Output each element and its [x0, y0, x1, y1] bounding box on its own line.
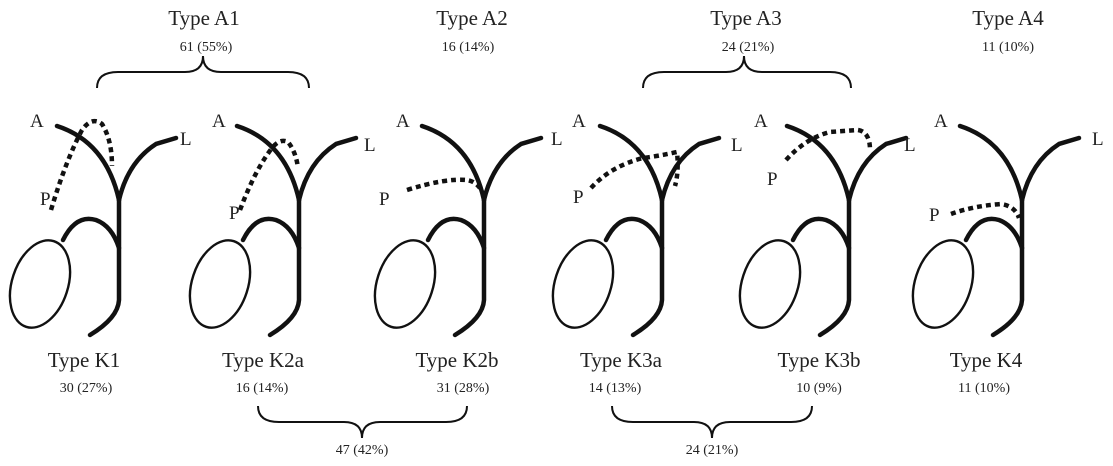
posterior-duct [784, 127, 873, 162]
type-k1-count: 30 (27%) [59, 381, 113, 396]
posterior-duct [589, 149, 680, 190]
cystic-duct [790, 216, 852, 251]
duct-letter-anterior: A [572, 111, 586, 132]
type-a4-count: 11 (10%) [982, 40, 1034, 55]
anterior-duct [784, 123, 852, 203]
cystic-duct [425, 216, 487, 251]
anterior-duct [54, 123, 122, 203]
duct-figure-k2a [188, 123, 359, 338]
duct-letter-posterior: P [229, 203, 240, 224]
lateral-duct [116, 135, 179, 203]
duct-letter-lateral: L [731, 135, 743, 156]
gallbladder [8, 239, 72, 329]
duct-letter-anterior: A [396, 111, 410, 132]
type-a2-label: Type A2 [436, 6, 508, 30]
cystic-duct [963, 216, 1025, 251]
duct-letter-anterior: A [30, 111, 44, 132]
common-duct [990, 197, 1025, 338]
brace-bottom-k3 [611, 405, 813, 439]
duct-letter-anterior: A [212, 111, 226, 132]
duct-letter-anterior: A [754, 111, 768, 132]
anterior-duct [234, 123, 302, 203]
gallbladder [373, 239, 437, 329]
type-a2-count: 16 (14%) [441, 40, 495, 55]
duct-letter-posterior: P [767, 169, 778, 190]
posterior-duct [237, 138, 301, 211]
lateral-duct [659, 135, 722, 203]
type-k2b-label: Type K2b [415, 348, 499, 372]
duct-letter-lateral: L [180, 129, 192, 150]
group-k3-count: 24 (21%) [685, 443, 739, 458]
type-k3a-count: 14 (13%) [588, 381, 642, 396]
duct-letter-posterior: P [379, 189, 390, 210]
common-duct [452, 197, 487, 338]
lateral-duct [481, 135, 544, 203]
duct-figure-k3a [551, 123, 722, 338]
duct-letter-lateral: L [1092, 129, 1104, 150]
duct-letter-anterior: A [934, 111, 948, 132]
type-a4-label: Type A4 [972, 6, 1044, 30]
type-k2b-count: 31 (28%) [436, 381, 490, 396]
type-a1-count: 61 (55%) [179, 40, 233, 55]
cystic-duct [60, 216, 122, 251]
brace-bottom-k2 [257, 405, 468, 439]
lateral-duct [1019, 135, 1082, 203]
type-a3-label: Type A3 [710, 6, 782, 30]
duct-figure-k3b [738, 123, 909, 338]
gallbladder [551, 239, 615, 329]
duct-letter-lateral: L [551, 129, 563, 150]
duct-figure-k4 [911, 123, 1082, 338]
group-k2-count: 47 (42%) [335, 443, 389, 458]
duct-letter-lateral: L [904, 135, 916, 156]
gallbladder [911, 239, 975, 329]
duct-figure-k2b [373, 123, 544, 338]
type-k4-label: Type K4 [949, 348, 1023, 372]
lateral-duct [846, 135, 909, 203]
posterior-duct [406, 177, 487, 197]
duct-letter-lateral: L [364, 135, 376, 156]
common-duct [267, 197, 302, 338]
type-a1-label: Type A1 [168, 6, 240, 30]
type-k2a-label: Type K2a [222, 348, 304, 372]
type-k3b-count: 10 (9%) [796, 381, 842, 396]
brace-top-a3 [642, 55, 852, 89]
anterior-duct [419, 123, 487, 203]
posterior-duct [950, 201, 1022, 219]
duct-letter-posterior: P [40, 189, 51, 210]
type-k3b-label: Type K3b [777, 348, 861, 372]
anterior-duct [957, 123, 1025, 203]
posterior-duct [48, 118, 115, 211]
lateral-duct [296, 135, 359, 203]
common-duct [630, 197, 665, 338]
anterior-duct [597, 123, 665, 203]
cystic-duct [603, 216, 665, 251]
duct-figure-k1 [8, 118, 179, 338]
gallbladder [738, 239, 802, 329]
type-k3a-label: Type K3a [580, 348, 662, 372]
gallbladder [188, 239, 252, 329]
common-duct [87, 197, 122, 338]
type-k2a-count: 16 (14%) [235, 381, 289, 396]
brace-top-a1 [96, 55, 310, 89]
type-a3-count: 24 (21%) [721, 40, 775, 55]
cystic-duct [240, 216, 302, 251]
common-duct [817, 197, 852, 338]
duct-letter-posterior: P [929, 205, 940, 226]
type-k1-label: Type K1 [47, 348, 121, 372]
duct-letter-posterior: P [573, 187, 584, 208]
type-k4-count: 11 (10%) [958, 381, 1010, 396]
